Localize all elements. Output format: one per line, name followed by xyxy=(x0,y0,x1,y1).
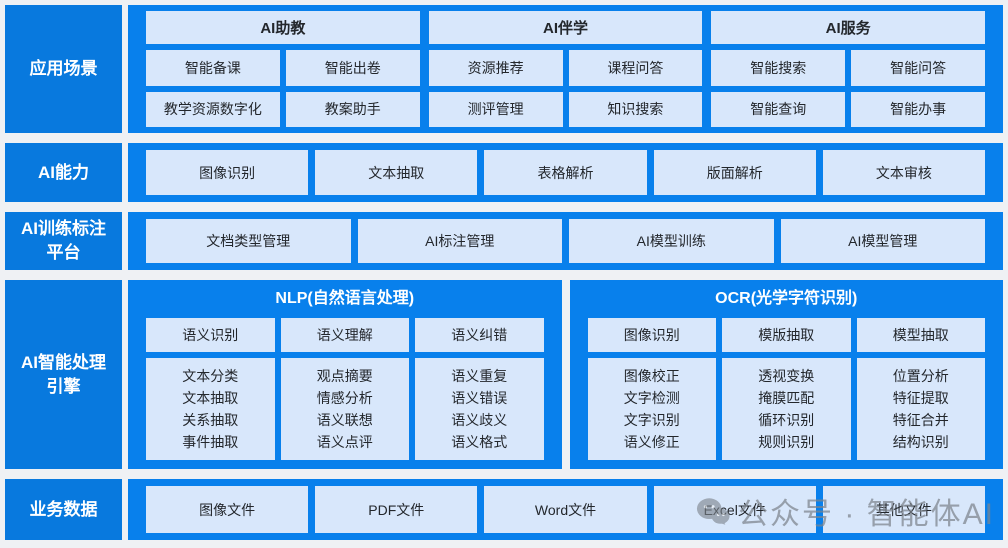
business-data-panel: 图像文件 PDF文件 Word文件 Excel文件 其他文件 xyxy=(128,479,1003,540)
nlp-engine-title: NLP(自然语言处理) xyxy=(275,290,415,307)
ocr-engine-panel: OCR(光学字符识别) 图像识别 模版抽取 模型抽取 图像校正 文字检测 文字识… xyxy=(569,280,1003,469)
ai-platform-architecture-diagram: 应用场景 AI助教 智能备课 智能出卷 教学资源数字化 教案助手 AI伴学 资源… xyxy=(5,5,1003,540)
ocr-engine-title: OCR(光学字符识别) xyxy=(715,290,858,307)
training-platform-panel: 文档类型管理 AI标注管理 AI模型训练 AI模型管理 xyxy=(128,212,1003,270)
detail-line: 事件抽取 xyxy=(182,434,239,450)
capability-box: 文本审核 xyxy=(822,150,986,195)
data-file-box: Excel文件 xyxy=(653,486,816,533)
detail-line: 语义修正 xyxy=(623,434,680,450)
scenario-box: 智能备课 xyxy=(146,50,280,86)
row-label-business-data: 业务数据 xyxy=(5,479,122,540)
capability-box: 图像识别 xyxy=(146,150,309,195)
group-header: AI伴学 xyxy=(428,11,703,44)
group-ai-teaching-assistant: AI助教 智能备课 智能出卷 教学资源数字化 教案助手 xyxy=(146,11,420,127)
scenario-box: 资源推荐 xyxy=(428,50,563,86)
detail-line: 关系抽取 xyxy=(182,412,239,428)
processing-engines: NLP(自然语言处理) 语义识别 语义理解 语义纠错 文本分类 文本抽取 关系抽… xyxy=(128,280,1003,469)
row-label-text: AI智能处理引擎 xyxy=(21,352,106,396)
group-header: AI助教 xyxy=(146,11,420,44)
training-box: 文档类型管理 xyxy=(146,219,351,263)
detail-line: 语义联想 xyxy=(316,412,373,428)
detail-line: 文本分类 xyxy=(182,368,239,384)
detail-line: 语义错误 xyxy=(451,390,508,406)
detail-line: 特征合并 xyxy=(892,412,949,428)
detail-line: 图像校正 xyxy=(623,368,680,384)
ocr-detail-box: 图像校正 文字检测 文字识别 语义修正 xyxy=(587,358,716,460)
detail-line: 语义点评 xyxy=(316,434,373,450)
nlp-top-box: 语义识别 xyxy=(146,318,275,352)
scenario-box: 智能查询 xyxy=(711,91,846,127)
ocr-detail-box: 透视变换 掩膜匹配 循环识别 规则识别 xyxy=(722,358,851,460)
ocr-top-box: 模型抽取 xyxy=(856,318,985,352)
row-label-text: AI能力 xyxy=(38,162,89,182)
capability-box: 表格解析 xyxy=(484,150,647,195)
scenario-box: 智能办事 xyxy=(851,91,986,127)
row-label-text: AI训练标注平台 xyxy=(21,219,106,262)
training-box: AI模型管理 xyxy=(780,219,985,263)
detail-line: 观点摘要 xyxy=(316,368,373,384)
row-label-application-scenarios: 应用场景 xyxy=(5,5,122,133)
row-label-ai-capabilities: AI能力 xyxy=(5,143,122,202)
training-box: AI模型训练 xyxy=(569,219,774,263)
data-file-box: 其他文件 xyxy=(822,486,986,533)
nlp-top-box: 语义纠错 xyxy=(415,318,544,352)
detail-line: 循环识别 xyxy=(758,412,815,428)
training-box: AI标注管理 xyxy=(357,219,562,263)
detail-line: 掩膜匹配 xyxy=(758,390,815,406)
group-header: AI服务 xyxy=(711,11,986,44)
scenario-box: 智能问答 xyxy=(851,50,986,86)
application-scenarios-panel: AI助教 智能备课 智能出卷 教学资源数字化 教案助手 AI伴学 资源推荐 课程… xyxy=(128,5,1003,133)
capability-box: 版面解析 xyxy=(653,150,816,195)
data-file-box: 图像文件 xyxy=(146,486,309,533)
detail-line: 特征提取 xyxy=(892,390,949,406)
scenario-box: 课程问答 xyxy=(568,50,703,86)
detail-line: 语义重复 xyxy=(451,368,508,384)
detail-line: 文字识别 xyxy=(623,412,680,428)
data-file-box: PDF文件 xyxy=(315,486,478,533)
scenario-box: 智能出卷 xyxy=(285,50,420,86)
row-label-training-platform: AI训练标注平台 xyxy=(5,212,122,270)
row-label-processing-engine: AI智能处理引擎 xyxy=(5,280,122,469)
detail-line: 情感分析 xyxy=(316,390,373,406)
nlp-detail-box: 语义重复 语义错误 语义歧义 语义格式 xyxy=(415,358,544,460)
row-label-text: 应用场景 xyxy=(29,59,98,79)
nlp-top-box: 语义理解 xyxy=(280,318,409,352)
scenario-box: 知识搜索 xyxy=(568,91,703,127)
detail-line: 语义歧义 xyxy=(451,412,508,428)
data-file-box: Word文件 xyxy=(484,486,647,533)
detail-line: 文字检测 xyxy=(623,390,680,406)
ocr-detail-box: 位置分析 特征提取 特征合并 结构识别 xyxy=(856,358,985,460)
ai-capabilities-panel: 图像识别 文本抽取 表格解析 版面解析 文本审核 xyxy=(128,143,1003,202)
detail-line: 结构识别 xyxy=(892,434,949,450)
nlp-detail-box: 观点摘要 情感分析 语义联想 语义点评 xyxy=(280,358,409,460)
detail-line: 位置分析 xyxy=(892,368,949,384)
group-ai-companion-learning: AI伴学 资源推荐 课程问答 测评管理 知识搜索 xyxy=(428,11,703,127)
scenario-box: 智能搜索 xyxy=(711,50,846,86)
scenario-box: 测评管理 xyxy=(428,91,563,127)
group-ai-services: AI服务 智能搜索 智能问答 智能查询 智能办事 xyxy=(711,11,986,127)
nlp-engine-panel: NLP(自然语言处理) 语义识别 语义理解 语义纠错 文本分类 文本抽取 关系抽… xyxy=(128,280,562,469)
detail-line: 语义格式 xyxy=(451,434,508,450)
detail-line: 规则识别 xyxy=(758,434,815,450)
scenario-box: 教学资源数字化 xyxy=(146,91,280,127)
scenario-box: 教案助手 xyxy=(285,91,420,127)
capability-box: 文本抽取 xyxy=(315,150,478,195)
ocr-top-box: 模版抽取 xyxy=(722,318,851,352)
nlp-detail-box: 文本分类 文本抽取 关系抽取 事件抽取 xyxy=(146,358,275,460)
detail-line: 透视变换 xyxy=(758,368,815,384)
row-label-text: 业务数据 xyxy=(29,499,98,519)
detail-line: 文本抽取 xyxy=(182,390,239,406)
ocr-top-box: 图像识别 xyxy=(587,318,716,352)
